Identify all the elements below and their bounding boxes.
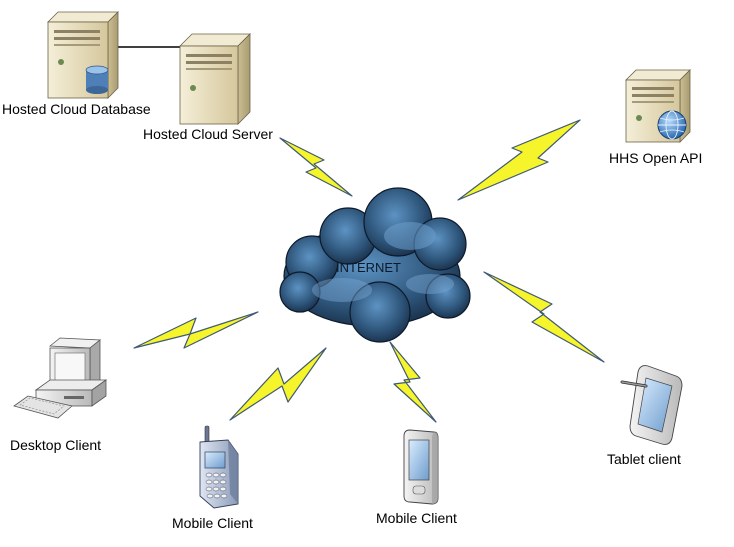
label-hosted-cloud-server: Hosted Cloud Server (143, 126, 273, 142)
label-mobile-client-phone: Mobile Client (172, 515, 253, 531)
desktop-computer-icon (13, 337, 108, 419)
server-icon (179, 33, 251, 125)
lightning-bolt-tablet-internet (483, 271, 605, 363)
web-server-globe-icon (625, 69, 691, 143)
lightning-bolt-server-internet (279, 137, 353, 197)
label-internet: INTERNET (336, 260, 401, 275)
database-server-icon (47, 11, 119, 99)
feature-phone-icon (199, 425, 239, 509)
lightning-bolt-api-internet (457, 119, 581, 201)
cloud-icon (279, 187, 471, 343)
lightning-bolt-phone-internet (229, 347, 327, 421)
lightning-bolt-pda-internet (389, 341, 437, 423)
tablet-with-stylus-icon (620, 365, 683, 445)
label-mobile-client-pda: Mobile Client (376, 510, 457, 526)
label-tablet-client: Tablet client (607, 451, 681, 467)
label-hosted-cloud-database: Hosted Cloud Database (2, 101, 151, 117)
pda-icon (403, 429, 439, 505)
label-desktop-client: Desktop Client (10, 437, 102, 453)
lightning-bolt-desktop-internet (133, 311, 259, 349)
label-hhs-open-api: HHS Open API (609, 150, 703, 166)
